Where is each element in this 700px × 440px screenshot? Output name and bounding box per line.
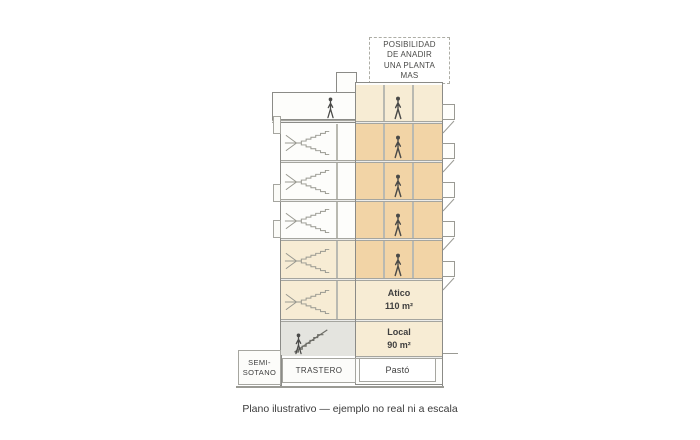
person-icon xyxy=(392,213,404,237)
balcony-strut-icon xyxy=(442,120,455,134)
semi-sotano-label-line1: SEMI- xyxy=(248,357,271,367)
atico-floor: Atico 110 m² xyxy=(356,281,442,319)
apartment-floor xyxy=(356,124,442,160)
person-icon xyxy=(392,96,404,120)
partition-wall xyxy=(383,241,385,278)
floor-slab xyxy=(356,160,442,163)
stair-tower xyxy=(280,122,357,356)
facade-bump xyxy=(273,116,281,134)
partition-wall xyxy=(412,241,414,278)
stair-floor xyxy=(281,202,356,238)
partition-wall xyxy=(383,202,385,238)
floor-slab xyxy=(281,278,356,281)
floor-slab xyxy=(281,199,356,202)
roof-terrace xyxy=(272,92,357,120)
annotation-line: UNA PLANTA xyxy=(383,60,436,70)
stair-floor xyxy=(281,281,356,319)
person-icon xyxy=(392,174,404,198)
partition-wall xyxy=(412,163,414,199)
top-floor xyxy=(356,85,442,121)
floor-slab xyxy=(356,319,442,322)
wall-line xyxy=(441,355,443,386)
apartment-tower: Atico 110 m² Local 90 m² xyxy=(355,82,443,385)
stair-floor xyxy=(281,241,356,278)
semi-sotano-label-line2: SOTANO xyxy=(242,367,277,377)
partition-wall xyxy=(383,124,385,160)
caption: Plano ilustrativo — ejemplo no real ni a… xyxy=(242,403,458,415)
stairs-icon xyxy=(283,245,335,277)
person-icon xyxy=(392,135,404,159)
annotation-line: DE ANADIR xyxy=(387,50,432,59)
partition-wall xyxy=(383,163,385,199)
balcony-strut-icon xyxy=(442,237,455,251)
atico-area: 110 m² xyxy=(384,301,414,311)
atico-name: Atico xyxy=(387,288,411,298)
stairs-icon xyxy=(283,323,335,355)
local-name: Local xyxy=(387,327,411,337)
balcony xyxy=(442,143,455,159)
floor-slab xyxy=(281,319,356,322)
stairs-icon xyxy=(283,205,335,237)
floor-slab xyxy=(281,160,356,163)
floor-slab xyxy=(281,238,356,241)
floor-slab xyxy=(356,121,442,124)
floor-slab xyxy=(356,238,442,241)
stairs-icon xyxy=(283,127,335,159)
facade-bump xyxy=(273,184,281,202)
partition-wall xyxy=(412,202,414,238)
ground-line xyxy=(443,353,458,354)
shaft-wall xyxy=(336,163,338,199)
annotation-box: POSIBILIDAD DE ANADIR UNA PLANTA MAS xyxy=(369,37,450,84)
balcony-strut-icon xyxy=(442,198,455,212)
partition-wall xyxy=(412,85,414,121)
shaft-wall xyxy=(336,124,338,160)
local-floor: Local 90 m² xyxy=(356,322,442,356)
roof-bulkhead xyxy=(336,72,357,94)
balcony-strut-icon xyxy=(442,277,455,291)
base-line xyxy=(236,386,444,388)
stairs-icon xyxy=(283,286,335,318)
apartment-floor xyxy=(356,241,442,278)
apartment-floor xyxy=(356,202,442,238)
semi-sotano-box: SEMI- SOTANO xyxy=(238,350,281,385)
pasto-label: Pastó xyxy=(385,365,410,375)
floor-slab xyxy=(356,278,442,281)
stair-floor xyxy=(281,124,356,160)
entry-floor xyxy=(281,322,356,356)
trastero-label: TRASTERO xyxy=(295,365,343,375)
partition-wall xyxy=(383,85,385,121)
stair-floor xyxy=(281,163,356,199)
trastero-box: TRASTERO xyxy=(282,358,356,383)
balcony xyxy=(442,261,455,277)
balcony xyxy=(442,182,455,198)
floor-slab xyxy=(356,199,442,202)
local-area: 90 m² xyxy=(387,340,411,350)
balcony-strut-icon xyxy=(442,159,455,173)
balcony xyxy=(442,104,455,120)
person-icon xyxy=(293,333,304,355)
pasto-box: Pastó xyxy=(359,358,436,382)
shaft-wall xyxy=(336,202,338,238)
person-icon xyxy=(392,253,404,277)
annotation-line: POSIBILIDAD xyxy=(383,39,436,49)
person-icon xyxy=(325,97,336,119)
shaft-wall xyxy=(336,241,338,278)
partition-wall xyxy=(412,124,414,160)
facade-bump xyxy=(273,220,281,238)
annotation-line: MAS xyxy=(400,71,419,80)
apartment-floor xyxy=(356,163,442,199)
shaft-wall xyxy=(336,281,338,319)
balcony xyxy=(442,221,455,237)
stairs-icon xyxy=(283,166,335,198)
